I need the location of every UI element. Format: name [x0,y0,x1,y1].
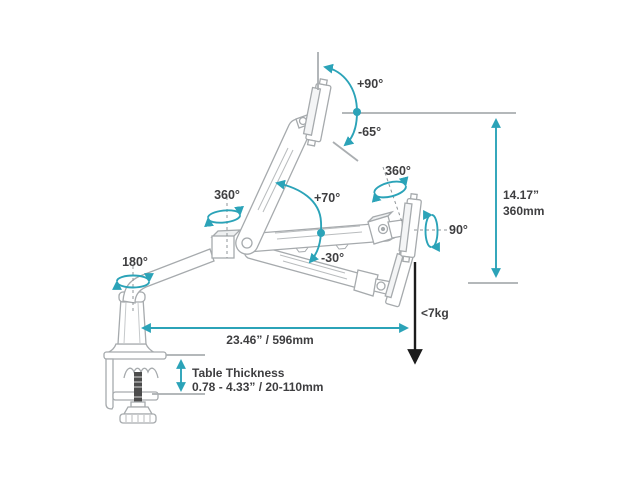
screen-pivot-label: 90° [449,223,468,237]
arm-lift-down-label: -30° [321,251,344,265]
labels: +90° -65° 360° +70° -30° 360° 90° 180° 1… [122,77,544,394]
tilt-pivot-dot [353,108,361,116]
height-mm-label: 360mm [503,204,544,218]
lift-pivot-dot [317,229,325,237]
desk-clamp [103,343,167,424]
height-inches-label: 14.17” [503,188,539,202]
vesa-plate-mid-position [367,193,422,263]
base-rotation-label: 180° [122,255,148,269]
clamp-screw-rod [134,372,142,404]
extension-lines [152,52,518,395]
clamp-nut [130,401,146,408]
head-rotation-label: 360° [385,164,411,178]
max-load-label: <7kg [421,306,449,320]
lowered-joint-block [353,269,379,297]
teal-annotations [112,63,501,392]
rotation-axes [132,166,452,312]
table-thickness-title: Table Thickness [192,366,285,380]
monitor-tilt-arc [323,63,358,147]
elbow-rotation-indicator [204,205,244,228]
elbow-pivot-cap [241,237,253,249]
clamp-knob-stem [122,406,154,415]
clamp-bracket [105,358,114,410]
table-thickness-range: 0.78 - 4.33” / 20-110mm [192,380,323,394]
elbow-block [210,229,242,259]
base-rotation-indicator [112,273,154,290]
reach-label: 23.46” / 596mm [226,333,313,347]
arm-lift-up-label: +70° [314,191,340,205]
monitor-tilt-down-label: -65° [358,125,381,139]
lower-arm-link [122,248,215,304]
head-rotation-indicator [371,176,409,203]
clamp-top-plate [103,351,167,360]
screen-pivot-indicator [423,210,440,252]
monitor-tilt-up-label: +90° [357,77,383,91]
arm-lift-arc [275,179,323,264]
head-rotation-axis [382,166,403,223]
elbow-rotation-label: 360° [214,188,240,202]
